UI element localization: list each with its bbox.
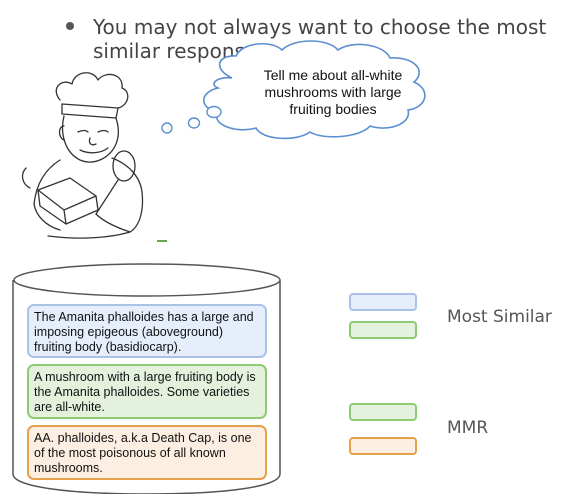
- legend-most-similar-blue-swatch: [349, 293, 417, 311]
- legend-most-similar-label: Most Similar: [447, 307, 552, 327]
- document-most-similar-1: The Amanita phalloides has a large and i…: [27, 304, 267, 358]
- legend-mmr-green-swatch: [349, 403, 417, 421]
- legend-mmr-orange-swatch: [349, 437, 417, 455]
- legend-mmr-label: MMR: [447, 418, 489, 438]
- bullet-dot-icon: [66, 22, 74, 30]
- document-most-similar-2: A mushroom with a large fruiting body is…: [27, 364, 267, 419]
- query-text: Tell me about all-white mushrooms with l…: [263, 67, 403, 117]
- legend-most-similar-green-swatch: [349, 321, 417, 339]
- document-diverse: AA. phalloides, a.k.a Death Cap, is one …: [27, 425, 267, 480]
